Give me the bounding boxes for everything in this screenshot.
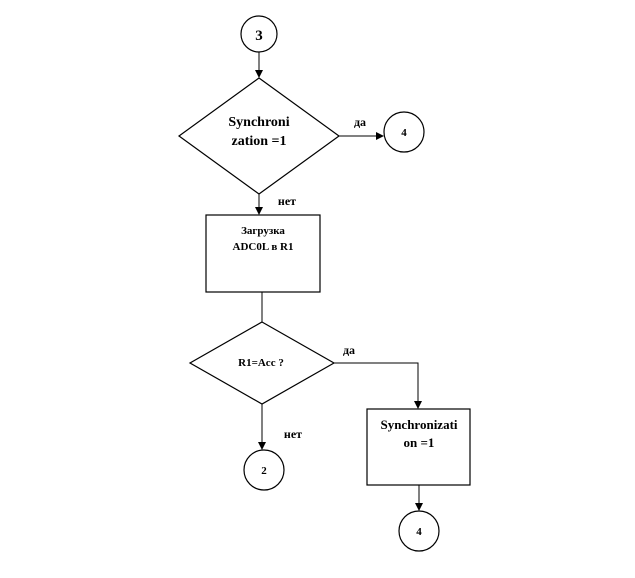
label-no-2: нет bbox=[284, 427, 302, 441]
connector-3-label: 3 bbox=[255, 28, 263, 44]
connector-4-right bbox=[383, 111, 425, 153]
arrowhead bbox=[376, 132, 384, 140]
arrowhead bbox=[255, 70, 263, 78]
connector-2 bbox=[243, 449, 285, 491]
connector-4-bottom bbox=[398, 510, 440, 552]
arrowhead bbox=[415, 503, 423, 511]
connector-4-right-label: 4 bbox=[401, 127, 407, 139]
arrowhead bbox=[258, 442, 266, 450]
decision-synchronization-line2: zation =1 bbox=[231, 134, 286, 149]
connector-2-label: 2 bbox=[261, 465, 267, 477]
process-load-adc-line2: ADC0L в R1 bbox=[233, 241, 294, 253]
label-yes-2: да bbox=[343, 343, 355, 357]
arrowhead bbox=[414, 401, 422, 409]
connector-4-bottom-label: 4 bbox=[416, 526, 422, 538]
decision-compare-label: R1=Acc ? bbox=[238, 357, 284, 369]
arrow-compare-yes bbox=[334, 362, 419, 402]
process-load-adc-line1: Загрузка bbox=[241, 225, 285, 237]
arrowhead bbox=[255, 207, 263, 215]
process-set-synchronization bbox=[366, 408, 471, 486]
process-load-adc bbox=[205, 214, 321, 293]
process-set-synchronization-line1: Synchronizati bbox=[380, 417, 457, 432]
process-set-synchronization-line2: on =1 bbox=[404, 435, 435, 450]
label-yes-1: да bbox=[354, 115, 366, 129]
decision-synchronization-line1: Synchroni bbox=[228, 115, 289, 130]
label-no-1: нет bbox=[278, 194, 296, 208]
